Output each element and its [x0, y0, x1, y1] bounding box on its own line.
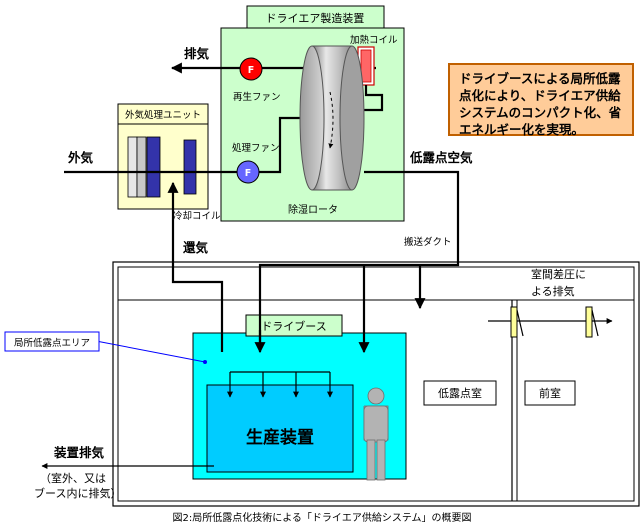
process-fan-to-rotor-duct [259, 116, 304, 174]
return-air-duct [167, 181, 224, 352]
low-dew-room-label-box [423, 380, 497, 406]
louver-left [510, 306, 518, 338]
regen-fan-letter: F [248, 65, 255, 76]
oa-unit-title: 外気処理ユニット [125, 109, 201, 121]
anteroom-label: 前室 [539, 386, 561, 400]
louver-right-flap [591, 309, 599, 337]
local-area-label: 局所低露点エリア [14, 337, 90, 349]
louver-right [585, 306, 593, 338]
dehumidifier-rotor-label: 除湿ロータ [288, 203, 338, 216]
local-area-label-box [4, 331, 100, 352]
cooling-coil-icon [183, 139, 197, 195]
pressure-exhaust-label-2: よる排気 [531, 284, 575, 298]
exhaust-label: 排気 [184, 46, 210, 61]
dryer-title-box [246, 5, 385, 29]
oa-filter-1 [127, 136, 138, 198]
return-air-label: 還気 [183, 240, 209, 255]
worker-icon [363, 387, 389, 481]
building-inner-outline [117, 266, 635, 502]
oa-filter-2 [136, 136, 147, 198]
heating-coil-core [360, 49, 372, 83]
process-fan-letter: F [245, 168, 252, 179]
outdoor-air-label: 外気 [67, 150, 94, 165]
summary-note: ドライブースによる局所低露点化により、ドライエア供給システムのコンパクト化、省エ… [448, 63, 634, 137]
local-area-callout-line [95, 340, 206, 363]
dryer-title: ドライエア製造装置 [266, 11, 365, 25]
louver-left-flap [516, 309, 524, 337]
oa-unit-title-box [117, 103, 209, 125]
production-equipment [206, 384, 354, 473]
heating-coil-label: 加熱コイル [350, 34, 398, 46]
dry-booth-label: ドライブース [261, 319, 326, 333]
oa-coil-1 [146, 136, 161, 198]
regen-fan-icon [239, 57, 263, 81]
low-dew-air-duct [258, 170, 460, 350]
regen-fan-label: 再生ファン [233, 91, 281, 103]
anteroom-label-box [524, 380, 576, 406]
low-dew-air-label: 低露点空気 [409, 150, 473, 165]
transport-duct-label: 搬送ダクト [404, 236, 452, 248]
equipment-exhaust-note-2: ブース内に排気） [34, 486, 121, 500]
cooling-coil-label: 冷却コイル [173, 210, 221, 222]
equipment-exhaust-label: 装置排気 [53, 445, 105, 460]
equipment-exhaust-note-1: （室外、又は [40, 471, 106, 485]
local-area-callout-dot [203, 360, 207, 364]
dry-booth-label-box [245, 314, 343, 337]
process-fan-label: 処理ファン [232, 142, 280, 154]
pressure-exhaust-label-1: 室間差圧に [531, 267, 586, 281]
low-dew-room-label: 低露点室 [438, 386, 482, 400]
figure-caption: 図2:局所低露点化技術による「ドライエア供給システム」の概要図 [172, 511, 471, 524]
dehumidifier-rotor-icon [299, 45, 365, 191]
production-equipment-label: 生産装置 [246, 427, 314, 448]
regen-return-duct [358, 85, 384, 112]
